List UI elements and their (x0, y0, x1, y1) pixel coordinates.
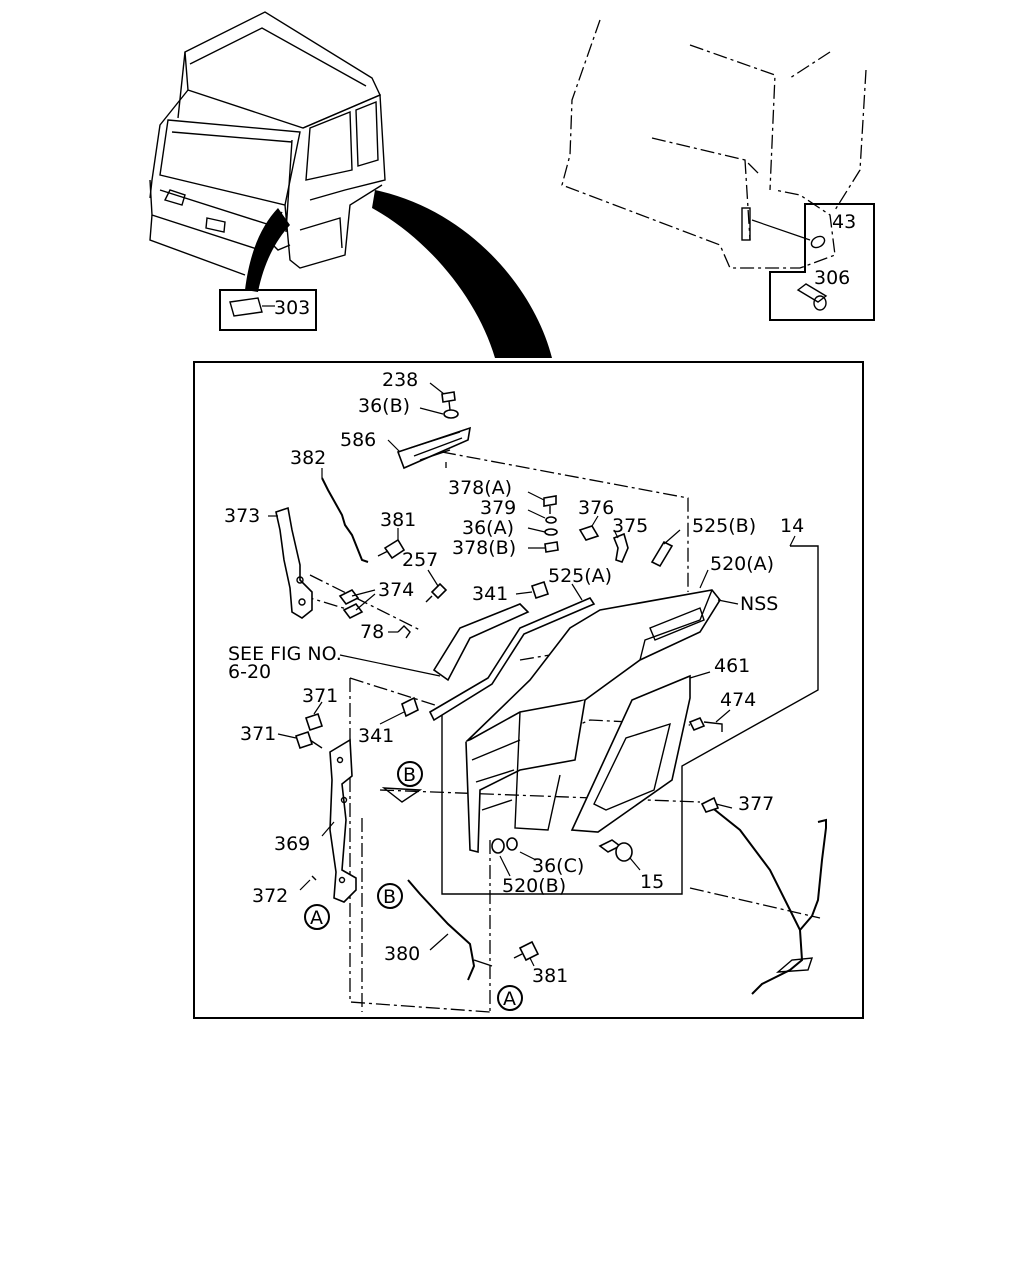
part-238-bolt: 238 (382, 369, 456, 411)
see-fig-line2: 6-20 (228, 661, 271, 683)
label-43: 43 (832, 211, 856, 233)
ref-marker-b-upper: B (381, 761, 423, 803)
step-fender-panel: NSS (465, 589, 778, 854)
part-376-bolt: 376 (578, 497, 614, 541)
label-525a: 525(A) (548, 565, 612, 587)
part-525b-seal: 525(B) (650, 515, 756, 568)
label-303: 303 (274, 297, 310, 319)
label-371-lower: 371 (240, 723, 276, 745)
ref-marker-a-left: A (304, 904, 330, 930)
cab-rear-view (561, 19, 867, 269)
cab-front-view (149, 11, 552, 358)
part-382-rod: 382 (290, 447, 369, 563)
label-372: 372 (252, 885, 288, 907)
label-14: 14 (780, 515, 804, 537)
label-461: 461 (714, 655, 750, 677)
ref-marker-a-bottom: A (497, 985, 523, 1011)
part-78-clip: 78 (360, 621, 411, 643)
label-379: 379 (480, 497, 516, 519)
label-374: 374 (378, 579, 414, 601)
part-525a-seal: 525(A) (428, 565, 612, 722)
label-nss: NSS (740, 593, 778, 615)
part-474-pin: 474 (688, 689, 756, 732)
part-341-nut-upper: 341 (472, 580, 550, 605)
label-375: 375 (612, 515, 648, 537)
label-381-upper: 381 (380, 509, 416, 531)
part-380-rod: 380 (384, 879, 493, 981)
label-520b: 520(B) (502, 875, 566, 897)
label-15: 15 (640, 871, 664, 893)
label-306: 306 (814, 267, 850, 289)
part-377-rod: 377 (700, 793, 827, 995)
label-381-lower: 381 (532, 965, 568, 987)
label-382: 382 (290, 447, 326, 469)
label-36a: 36(A) (462, 517, 514, 539)
part-375-bracket: 375 (612, 515, 648, 563)
marker-b-upper-text: B (403, 764, 416, 786)
part-43-306-box: 43 306 (751, 203, 875, 321)
label-378b: 378(B) (452, 537, 516, 559)
label-376: 376 (578, 497, 614, 519)
label-373: 373 (224, 505, 260, 527)
part-378-stack: 378(A) 379 36(A) 378(B) (448, 477, 559, 559)
part-381-bolt-lower: 381 (513, 940, 568, 987)
trim-strip (432, 603, 530, 682)
part-586-plate: 586 (340, 426, 472, 470)
label-238: 238 (382, 369, 418, 391)
see-fig-line1: SEE FIG NO. (228, 643, 342, 665)
label-371-upper: 371 (302, 685, 338, 707)
label-341-lower: 341 (358, 725, 394, 747)
part-341-nut-lower: 341 (358, 696, 419, 747)
label-369: 369 (274, 833, 310, 855)
label-525b: 525(B) (692, 515, 756, 537)
part-369-stay: 369 (274, 738, 357, 903)
marker-b-lower-text: B (383, 886, 396, 908)
part-371-bolts: 371 371 (240, 685, 338, 750)
part-373-bracket: 373 (224, 505, 313, 619)
main-diagram-frame (193, 361, 864, 1019)
label-474: 474 (720, 689, 756, 711)
label-380: 380 (384, 943, 420, 965)
see-fig-note: SEE FIG NO. 6-20 (228, 643, 441, 683)
part-372: 372 (252, 875, 317, 907)
label-78: 78 (360, 621, 384, 643)
marker-a-bottom-text: A (503, 988, 516, 1010)
part-36c-520b: 36(C) 520(B) (491, 837, 584, 897)
part-461-panel: 461 (570, 655, 750, 833)
part-374-bolts: 374 (338, 579, 414, 620)
ref-marker-b-lower: B (377, 883, 403, 909)
label-341-upper: 341 (472, 583, 508, 605)
label-36c: 36(C) (532, 855, 584, 877)
label-257: 257 (402, 549, 438, 571)
label-36b: 36(B) (358, 395, 410, 417)
part-257-screw: 257 (402, 549, 448, 603)
label-377: 377 (738, 793, 774, 815)
label-378a: 378(A) (448, 477, 512, 499)
part-381-bolt-upper: 381 (377, 509, 416, 560)
label-520a: 520(A) (710, 553, 774, 575)
subassembly-14-outline (441, 545, 819, 895)
label-586: 586 (340, 429, 376, 451)
marker-a-left-text: A (310, 907, 323, 929)
part-36b-washer: 36(B) (358, 395, 459, 419)
part-15-bolt: 15 (598, 839, 664, 893)
part-303-box: 303 (219, 289, 317, 331)
